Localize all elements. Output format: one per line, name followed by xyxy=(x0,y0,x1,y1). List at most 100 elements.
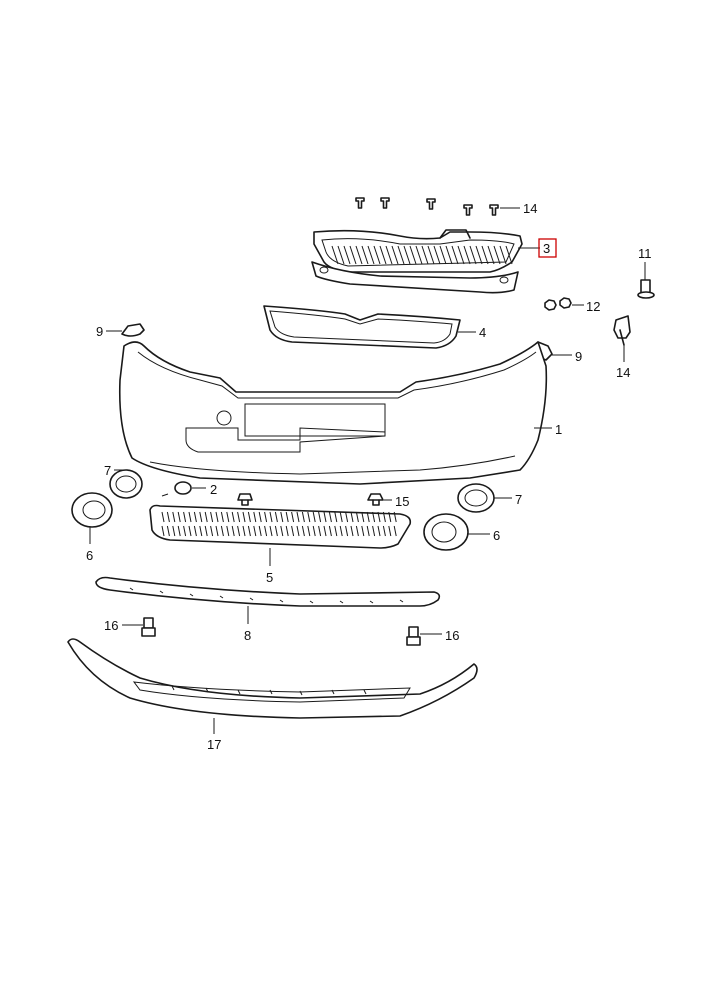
callout-5[interactable]: 5 xyxy=(266,570,273,585)
lower-grille-slat xyxy=(166,525,170,537)
lower-grille-slat xyxy=(350,511,354,523)
lower-grille-slat xyxy=(220,525,224,537)
grille-slat xyxy=(415,245,423,265)
screw[interactable] xyxy=(355,197,365,209)
lower-grille-slat xyxy=(372,511,376,523)
grille-slat xyxy=(385,245,393,265)
fog-lamp-trim-6-right[interactable] xyxy=(423,513,469,551)
lower-grille-slat xyxy=(199,511,203,523)
callout-11[interactable]: 11 xyxy=(638,246,652,261)
screw[interactable] xyxy=(426,198,436,210)
callout-7a[interactable]: 7 xyxy=(104,463,111,478)
lower-grille-slat xyxy=(285,511,289,523)
grille-slat xyxy=(427,245,435,265)
lower-grille-slat xyxy=(161,511,165,523)
lower-grille-slat xyxy=(377,511,381,523)
screw[interactable] xyxy=(380,197,390,209)
clip-small-center[interactable] xyxy=(237,493,253,506)
lower-grille-slat xyxy=(172,511,176,523)
screw[interactable] xyxy=(489,204,499,216)
bolt-16-right[interactable] xyxy=(406,626,421,646)
spoiler-lip-17[interactable] xyxy=(67,638,478,719)
lower-grille-slat xyxy=(215,525,219,537)
fog-lamp-cover-7-right[interactable] xyxy=(457,483,495,513)
callout-4[interactable]: 4 xyxy=(479,325,486,340)
callout-8[interactable]: 8 xyxy=(244,628,251,643)
callout-17[interactable]: 17 xyxy=(207,737,221,752)
lower-grille-slat xyxy=(382,511,386,523)
lower-grille-slat xyxy=(334,525,338,537)
screw[interactable] xyxy=(463,204,473,216)
callout-3-highlight-box xyxy=(538,238,557,258)
fog-lamp-trim-6-left[interactable] xyxy=(71,492,113,528)
callout-6a[interactable]: 6 xyxy=(86,548,93,563)
callout-12[interactable]: 12 xyxy=(586,299,600,314)
lower-grille-slat xyxy=(382,525,386,537)
lower-grille-slat xyxy=(345,511,349,523)
lower-grille-slat xyxy=(188,525,192,537)
lower-grille-slat xyxy=(285,525,289,537)
callout-9b[interactable]: 9 xyxy=(575,349,582,364)
lower-grille-slat xyxy=(226,511,230,523)
callout-6b[interactable]: 6 xyxy=(493,528,500,543)
lower-grille-slat xyxy=(366,525,370,537)
callout-14b[interactable]: 14 xyxy=(616,365,630,380)
lower-grille-slat xyxy=(307,511,311,523)
clip-9-left[interactable] xyxy=(121,323,145,337)
grille-slat xyxy=(331,245,339,265)
trim-strip-8[interactable] xyxy=(95,576,441,607)
callout-3[interactable]: 3 xyxy=(543,241,550,256)
nut-12-pair[interactable] xyxy=(544,297,572,311)
lower-grille-slat xyxy=(318,525,322,537)
screw-11[interactable] xyxy=(637,279,655,299)
callout-2[interactable]: 2 xyxy=(210,482,217,497)
lower-grille-slat xyxy=(269,525,273,537)
clip-15[interactable] xyxy=(367,493,384,506)
grille-frame-4[interactable] xyxy=(263,305,461,349)
callout-16a[interactable]: 16 xyxy=(104,618,118,633)
lower-grille-slat xyxy=(274,511,278,523)
lower-grille-slat xyxy=(237,511,241,523)
lower-grille-slat xyxy=(188,511,192,523)
grille-slat xyxy=(361,245,369,265)
lower-grille-slat xyxy=(226,525,230,537)
lower-grille-slat xyxy=(231,525,235,537)
grille-slat xyxy=(403,245,411,265)
grille-slat xyxy=(337,245,345,265)
lower-grille-slat xyxy=(312,511,316,523)
lower-grille-slat xyxy=(264,525,268,537)
lower-grille-slat xyxy=(166,511,170,523)
callout-14a[interactable]: 14 xyxy=(523,201,537,216)
lower-grille-5[interactable] xyxy=(149,504,412,549)
lower-grille-slat xyxy=(177,525,181,537)
callout-7b[interactable]: 7 xyxy=(515,492,522,507)
radiator-grille-3[interactable] xyxy=(311,229,523,294)
lower-grille-slat xyxy=(388,511,392,523)
lower-grille-slat xyxy=(291,511,295,523)
callout-16b[interactable]: 16 xyxy=(445,628,459,643)
lower-grille-slat xyxy=(307,525,311,537)
lower-grille-slat xyxy=(247,525,251,537)
grille-slat xyxy=(439,245,447,265)
plug-2[interactable] xyxy=(161,481,192,497)
lower-grille-slat xyxy=(210,525,214,537)
fog-lamp-cover-7-left[interactable] xyxy=(109,469,143,499)
lower-grille-slat xyxy=(242,511,246,523)
grille-slat xyxy=(379,245,387,265)
lower-grille-slat xyxy=(323,525,327,537)
grille-slats xyxy=(331,245,513,265)
clip-14[interactable] xyxy=(613,315,631,346)
callout-15[interactable]: 15 xyxy=(395,494,409,509)
grille-slat xyxy=(451,245,459,265)
lower-grille-slat xyxy=(264,511,268,523)
callout-9a[interactable]: 9 xyxy=(96,324,103,339)
bolt-16-left[interactable] xyxy=(141,617,156,637)
callout-1[interactable]: 1 xyxy=(555,422,562,437)
lower-grille-slat xyxy=(328,511,332,523)
lower-grille-slats xyxy=(161,511,397,537)
grille-slat xyxy=(487,245,495,265)
lower-grille-slat xyxy=(242,525,246,537)
bumper-cover-1[interactable] xyxy=(118,341,548,485)
grille-slat xyxy=(367,245,375,265)
